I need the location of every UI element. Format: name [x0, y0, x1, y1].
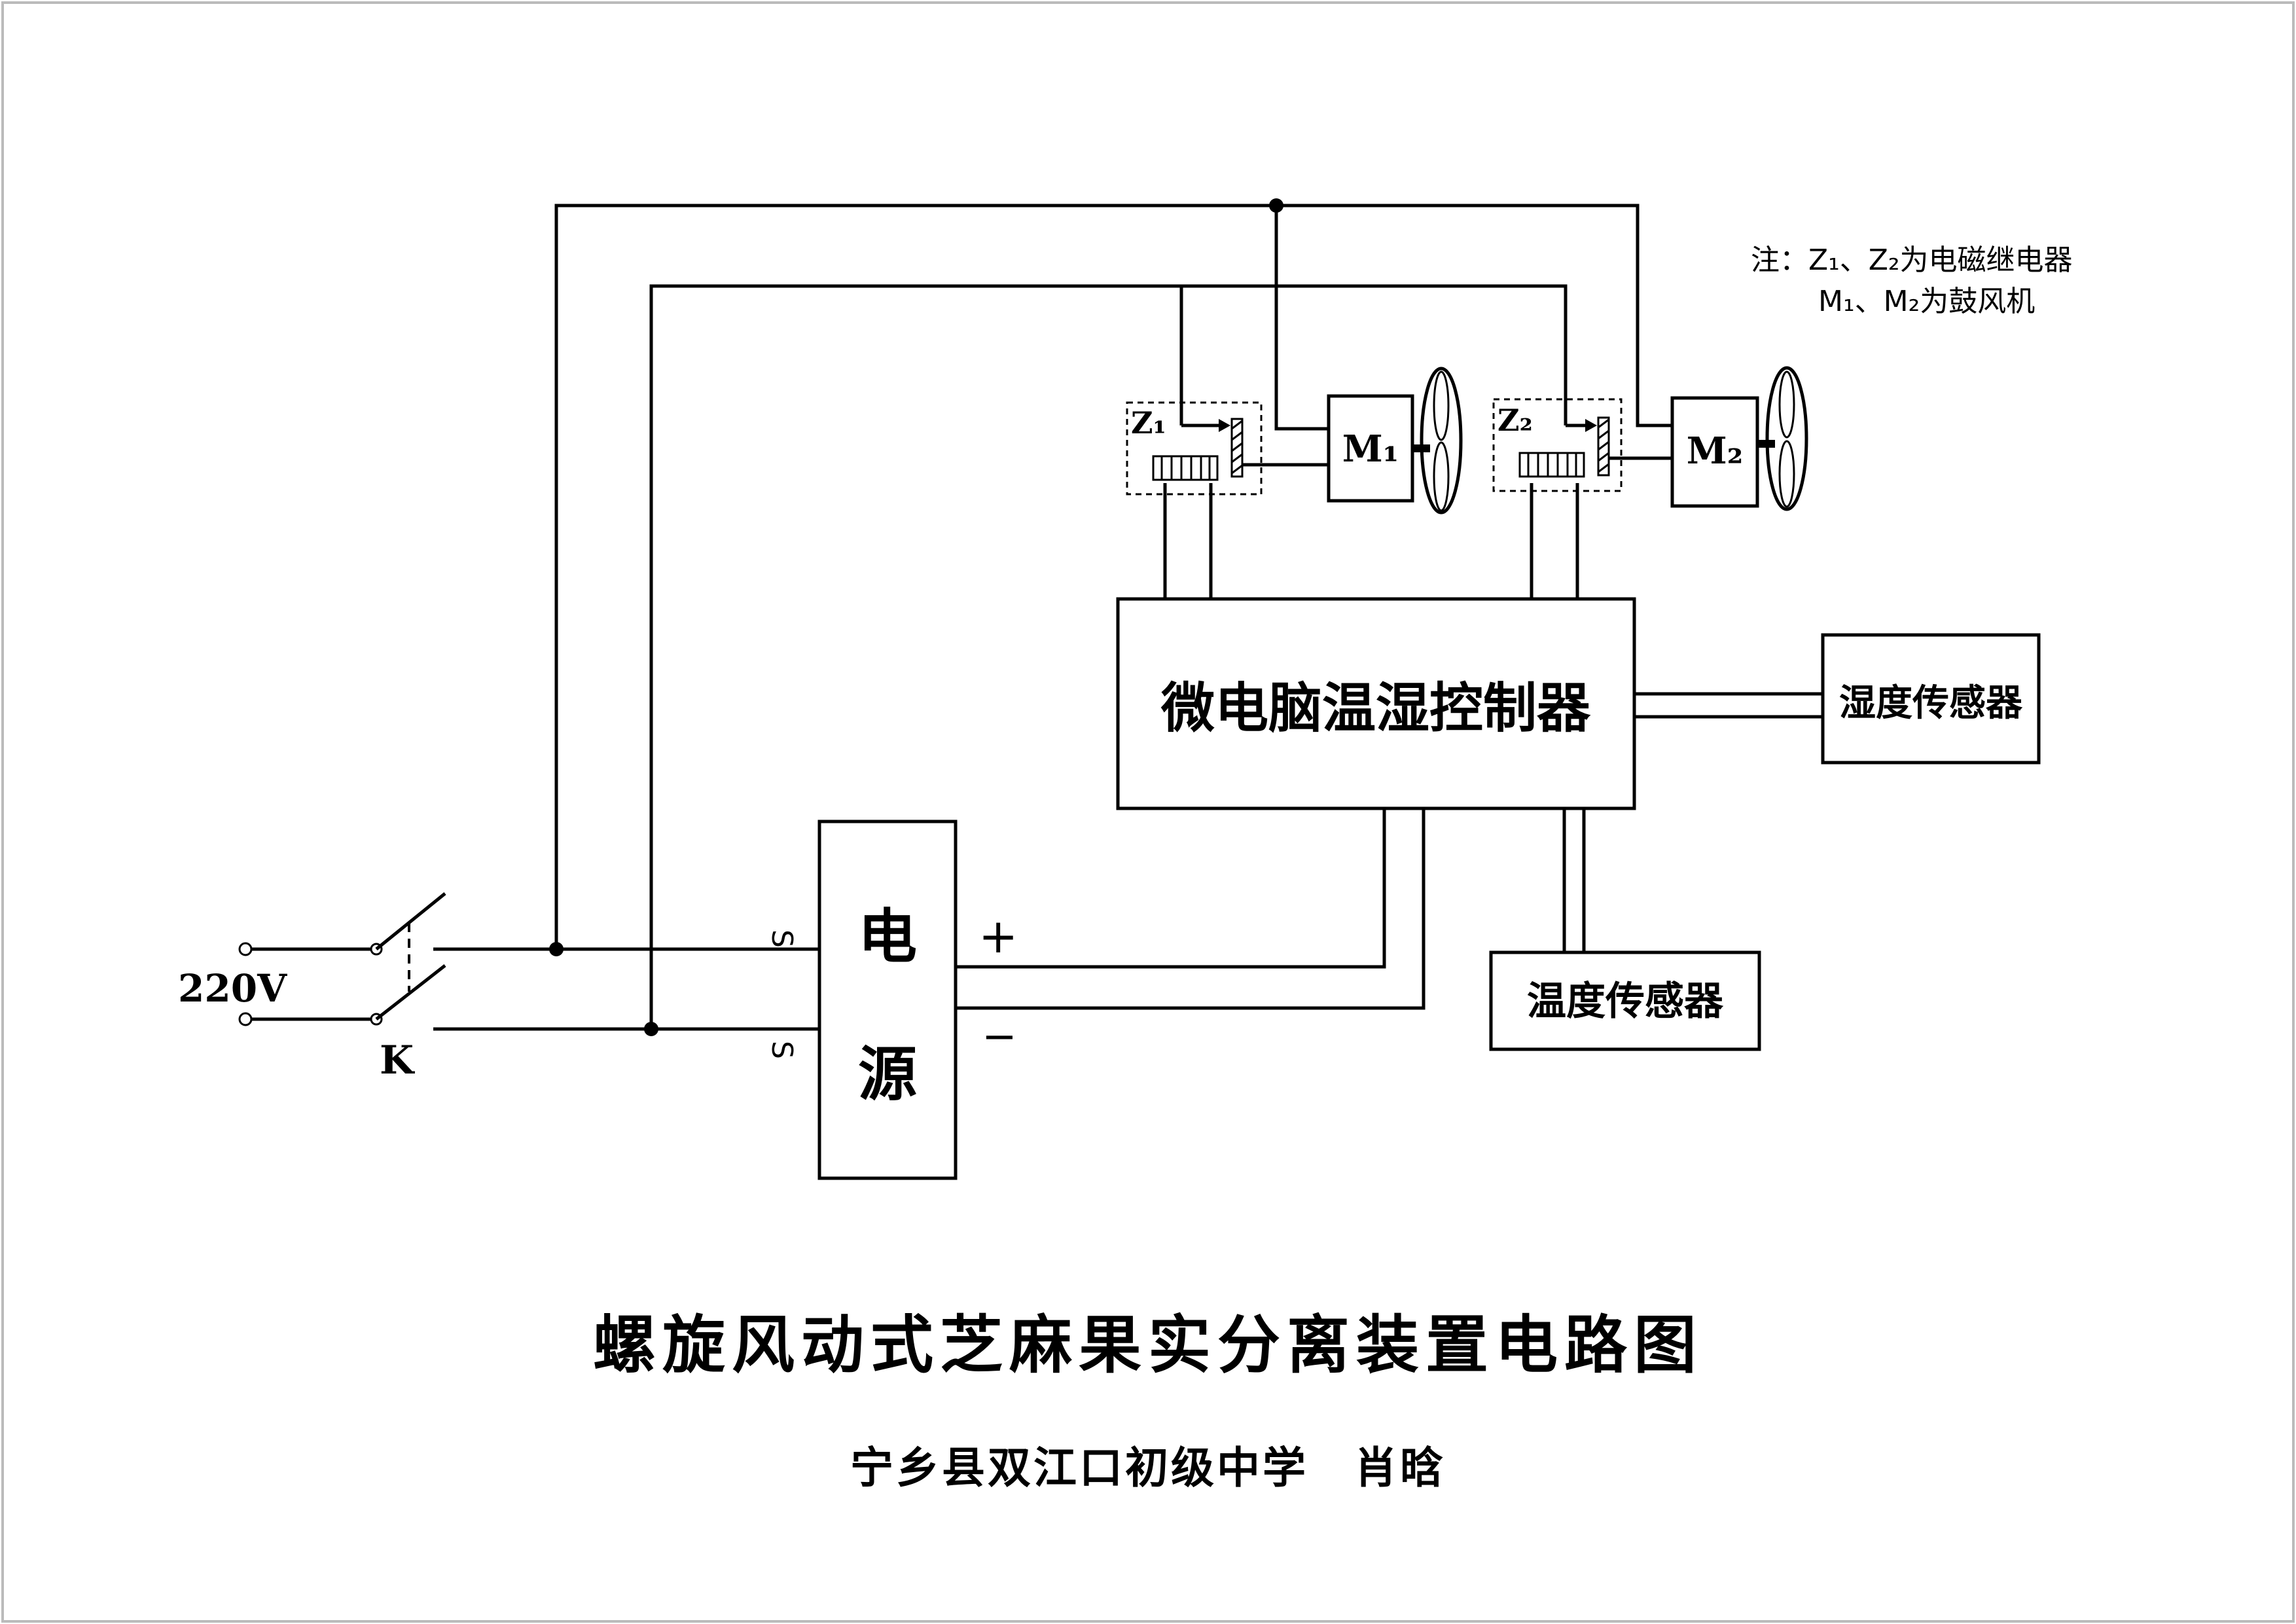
relay-z2-outline [1492, 398, 1623, 492]
power-supply-label-2: 源 [858, 1039, 917, 1109]
relay-z1-coil-winding [1160, 456, 1211, 480]
relay-z2-contact-arrow [1585, 419, 1597, 432]
plus-label: + [978, 909, 1018, 964]
terminal [238, 1012, 253, 1026]
relay-z1-contact-arrow [1219, 419, 1230, 432]
temperature-sensor: 温度传感器 [1489, 950, 1761, 1051]
humidity-sensor: 湿度传感器 [1821, 633, 2041, 765]
wire-m1-feed [1274, 206, 1329, 431]
motor-m2-label: M₂ [1687, 429, 1744, 473]
switch-blade-top [375, 892, 446, 950]
temperature-sensor-box [1489, 950, 1761, 1051]
fan-blade-icon [1778, 440, 1795, 508]
motor-m1-label: M₁ [1342, 427, 1399, 471]
motor-m2 [1670, 366, 1808, 511]
note-line-2: M₁、M₂为鼓风机 [1818, 285, 2035, 318]
relay-z2-coil-winding [1527, 453, 1577, 477]
wire-plus [956, 808, 1386, 969]
switch-pivot [370, 943, 383, 956]
junction-dot [549, 942, 564, 956]
diagram-title: 螺旋风动式芝麻果实分离装置电路图 [593, 1308, 1703, 1382]
controller: 微电脑温湿控制器 [1116, 597, 1636, 810]
note-line-1: 注：Z₁、Z₂为电磁继电器 [1751, 244, 2073, 277]
fan-blade-icon [1778, 370, 1795, 439]
power-supply: 电 源 [817, 820, 958, 1180]
power-supply-box [817, 820, 958, 1180]
junction-dot [1269, 198, 1283, 213]
relay-z2-armature-hatch [1598, 418, 1609, 473]
motor-m2-box [1670, 396, 1759, 508]
switch-pivot [370, 1013, 383, 1026]
controller-box [1116, 597, 1636, 810]
relay-z1-outline [1126, 401, 1263, 496]
relay-z1-armature-hatch [1231, 420, 1243, 475]
terminal [238, 942, 253, 956]
switch-blade-bottom [375, 964, 446, 1020]
relay-z2-coil-core [1518, 452, 1585, 478]
relay-z1 [1126, 401, 1263, 496]
fan-blade-icon [1433, 370, 1450, 441]
relay-z1-coil-core [1152, 455, 1219, 481]
relay-z2-label: Z₂ [1498, 403, 1533, 438]
relay-z2 [1492, 398, 1623, 492]
s-label-top: S [765, 929, 798, 948]
wire-inner-loop [649, 284, 1568, 1029]
switch-k [238, 892, 446, 1026]
wire-outer-loop [554, 204, 1672, 949]
motor-m1 [1327, 367, 1463, 514]
humidity-sensor-label: 湿度传感器 [1839, 681, 2023, 725]
fan-icon [1765, 366, 1808, 511]
controller-label: 微电脑温湿控制器 [1160, 677, 1591, 740]
switch-label: K [380, 1038, 415, 1083]
wire-minus [956, 808, 1426, 1010]
voltage-label: 220V [178, 966, 287, 1011]
temperature-sensor-label: 温度传感器 [1527, 979, 1724, 1024]
fan-blade-icon [1433, 441, 1450, 512]
s-label-bottom: S [765, 1041, 798, 1059]
junction-dot [644, 1022, 658, 1036]
power-supply-label-1: 电 [858, 902, 917, 971]
fan-icon [1420, 367, 1463, 514]
relay-z1-label: Z₁ [1131, 405, 1166, 441]
minus-label: − [982, 1013, 1017, 1061]
humidity-sensor-box [1821, 633, 2041, 765]
diagram-author: 宁乡县双江口初级中学 肖晗 [850, 1442, 1446, 1493]
